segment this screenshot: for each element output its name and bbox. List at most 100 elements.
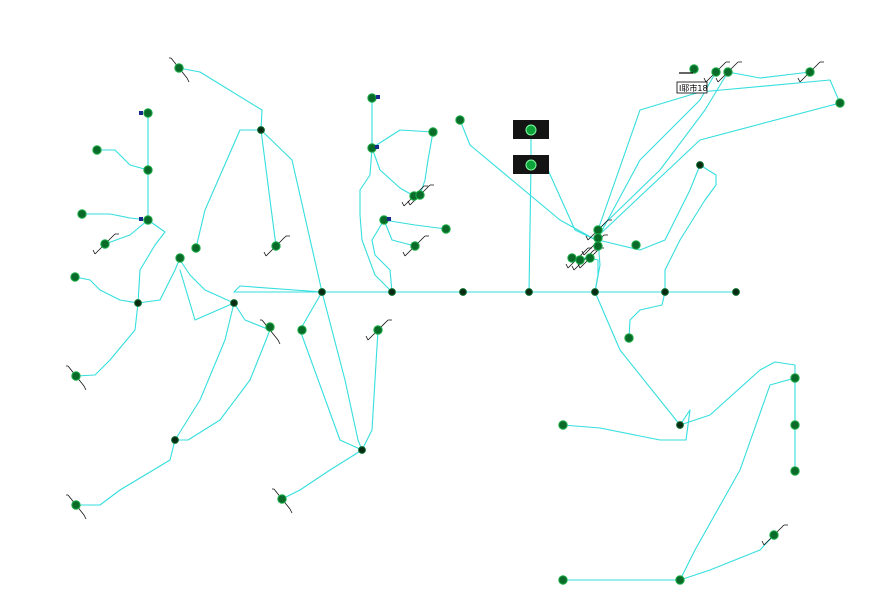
load-node-icon — [689, 64, 699, 74]
feeder-line — [459, 119, 597, 241]
load-node-icon — [92, 145, 102, 155]
feeder-line — [174, 329, 271, 441]
load-node-icon — [379, 215, 389, 225]
junction-node-icon — [318, 288, 326, 296]
load-node-icon — [675, 575, 685, 585]
junction-node-icon — [732, 288, 740, 296]
feeder-line — [179, 269, 235, 321]
feeder-line — [597, 71, 729, 231]
feeder-line — [383, 219, 416, 247]
junction-node-icon — [525, 288, 533, 296]
feeder-line — [81, 213, 149, 221]
load-node-icon — [175, 253, 185, 263]
switch-icon — [375, 145, 379, 149]
feeder-line — [179, 259, 235, 304]
load-node-icon — [723, 67, 733, 77]
switch-icon — [139, 217, 143, 221]
junction-node-icon — [388, 288, 396, 296]
feeder-line — [371, 129, 434, 149]
feeder-line — [233, 285, 323, 293]
switch-icon — [387, 217, 391, 221]
load-node-icon — [558, 575, 568, 585]
feeder-line — [727, 71, 811, 79]
load-node-icon — [265, 322, 275, 332]
feeder-line — [679, 361, 796, 426]
load-node-icon — [593, 225, 603, 235]
load-node-icon — [805, 67, 815, 77]
feeder-line — [597, 164, 701, 251]
load-node-icon — [711, 67, 721, 77]
load-node-icon — [790, 420, 800, 430]
feeder-line — [321, 291, 363, 451]
feeder-line — [371, 219, 393, 293]
substation-node — [525, 124, 537, 136]
load-node-icon — [790, 466, 800, 476]
network-nodes — [70, 63, 845, 585]
feeder-line — [597, 71, 717, 239]
switch-icon — [139, 111, 143, 115]
feeder-line — [75, 302, 139, 377]
substation-node — [525, 159, 537, 171]
feeder-line — [74, 276, 139, 304]
junction-node-icon — [661, 288, 669, 296]
feeder-line — [679, 377, 796, 581]
junction-node-icon — [257, 126, 265, 134]
junction-node-icon — [459, 288, 467, 296]
feeder-line — [137, 257, 181, 304]
load-node-icon — [367, 143, 377, 153]
feeder-line — [383, 219, 447, 230]
feeder-line — [361, 329, 379, 451]
load-node-icon — [367, 93, 377, 103]
load-node-icon — [441, 224, 451, 234]
feeder-line — [664, 164, 717, 293]
load-node-icon — [593, 233, 603, 243]
tag-box — [676, 81, 708, 94]
load-node-icon — [191, 243, 201, 253]
load-node-icon — [593, 241, 603, 251]
load-node-icon — [70, 272, 80, 282]
junction-node-icon — [230, 299, 238, 307]
junction-node-icon — [591, 288, 599, 296]
feeder-line — [137, 219, 166, 304]
junction-node-icon — [696, 161, 704, 169]
feeder-line — [419, 131, 434, 196]
load-node-icon — [71, 371, 81, 381]
load-node-icon — [174, 63, 184, 73]
load-node-icon — [567, 253, 577, 263]
load-node-icon — [277, 494, 287, 504]
substations — [513, 120, 549, 174]
feeder-lines — [74, 67, 841, 581]
load-node-icon — [835, 98, 845, 108]
load-node-icon — [410, 241, 420, 251]
feeder-line — [104, 219, 149, 245]
load-node-icon — [585, 253, 595, 263]
top-right-tag-label: Ι耶市18 — [679, 83, 708, 93]
feeder-line — [359, 147, 393, 293]
junction-node-icon — [358, 446, 366, 454]
feeder-line — [371, 147, 415, 197]
feeder-line — [528, 164, 532, 293]
load-node-icon — [624, 333, 634, 343]
load-node-icon — [143, 215, 153, 225]
feeder-line — [75, 439, 176, 506]
feeder-line — [530, 164, 597, 241]
load-node-icon — [297, 325, 307, 335]
junction-node-icon — [171, 436, 179, 444]
junction-node-icon — [676, 421, 684, 429]
load-node-icon — [558, 420, 568, 430]
feeder-line — [96, 149, 149, 171]
load-node-icon — [631, 240, 641, 250]
feeder-line — [628, 291, 666, 339]
load-node-icon — [143, 165, 153, 175]
load-node-icon — [455, 115, 465, 125]
load-node-icon — [415, 190, 425, 200]
load-node-icon — [790, 373, 800, 383]
load-node-icon — [143, 108, 153, 118]
feeder-line — [562, 409, 691, 441]
load-node-icon — [77, 209, 87, 219]
feeder-line — [597, 79, 841, 231]
feeder-line — [195, 129, 262, 249]
load-node-icon — [575, 255, 585, 265]
feeder-line — [679, 534, 775, 581]
